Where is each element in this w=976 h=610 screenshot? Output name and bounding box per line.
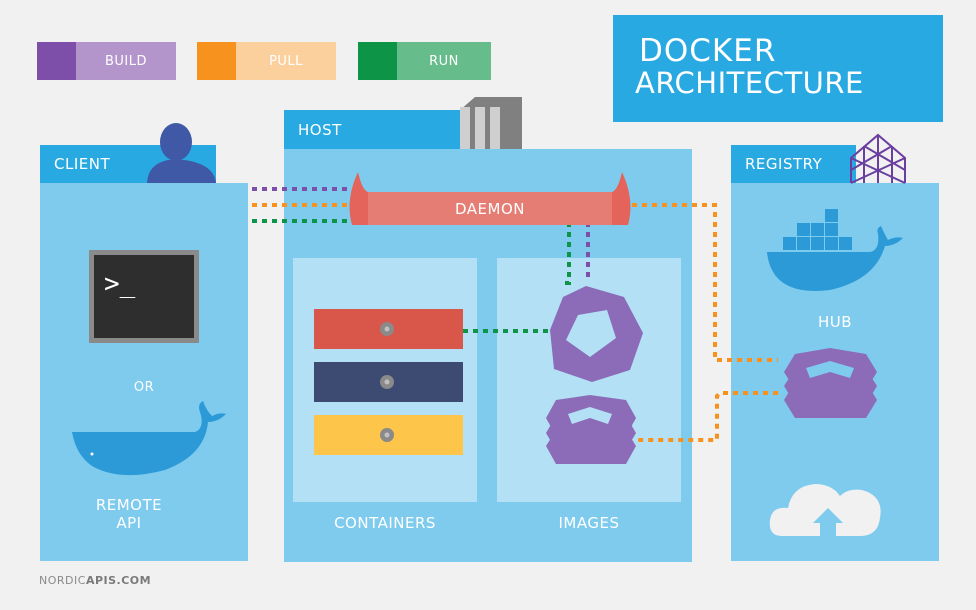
hub-image-stack-icon (784, 348, 877, 418)
client-label: CLIENT (54, 155, 111, 173)
pull-connection-hub-images (637, 391, 778, 442)
footer-brand: NORDICAPIS.COM (39, 574, 151, 587)
container-navy (314, 362, 463, 402)
hub-label: HUB (817, 313, 853, 331)
footer-suffix: APIS.COM (85, 574, 152, 587)
daemon-label: DAEMON (455, 200, 525, 218)
legend-build: BUILD (37, 42, 176, 80)
user-icon (147, 123, 216, 183)
server-icon (460, 97, 522, 149)
containers-label: CONTAINERS (334, 514, 436, 532)
daemon-bar (349, 172, 631, 225)
client-panel (40, 183, 248, 561)
image-stack-icon (546, 395, 636, 464)
footer-prefix: NORDIC (39, 574, 86, 587)
legend-pull-swatch (197, 42, 236, 80)
whale-icon (72, 401, 226, 476)
container-yellow (314, 415, 463, 455)
registry-tab: REGISTRY (731, 145, 856, 183)
legend-build-label: BUILD (76, 42, 176, 80)
title-line1: DOCKER (639, 33, 777, 69)
terminal-prompt: >_ (104, 269, 136, 299)
legend-run-swatch (358, 42, 397, 80)
docker-whale-icon (767, 209, 903, 291)
remote-api-label-2: API (116, 514, 142, 532)
or-label: OR (133, 380, 155, 395)
legend-pull: PULL (197, 42, 336, 80)
registry-label: REGISTRY (745, 155, 823, 173)
legend-run-label: RUN (397, 42, 491, 80)
container-red (314, 309, 463, 349)
run-connection-daemon-image (560, 222, 571, 285)
title-line2: ARCHITECTURE (635, 66, 864, 100)
images-label: IMAGES (558, 514, 620, 532)
legend-run: RUN (358, 42, 491, 80)
legend-build-swatch (37, 42, 76, 80)
title-banner: DOCKER ARCHITECTURE (613, 15, 943, 122)
image-icon (550, 286, 643, 382)
cloud-upload-icon (769, 484, 881, 536)
host-tab: HOST (284, 110, 464, 149)
remote-api-label-1: REMOTE (95, 496, 163, 514)
terminal-icon (89, 250, 199, 343)
legend-pull-label: PULL (236, 42, 336, 80)
registry-building-icon (850, 133, 906, 184)
pull-connection-daemon-hub (632, 203, 778, 362)
host-label: HOST (298, 120, 342, 139)
